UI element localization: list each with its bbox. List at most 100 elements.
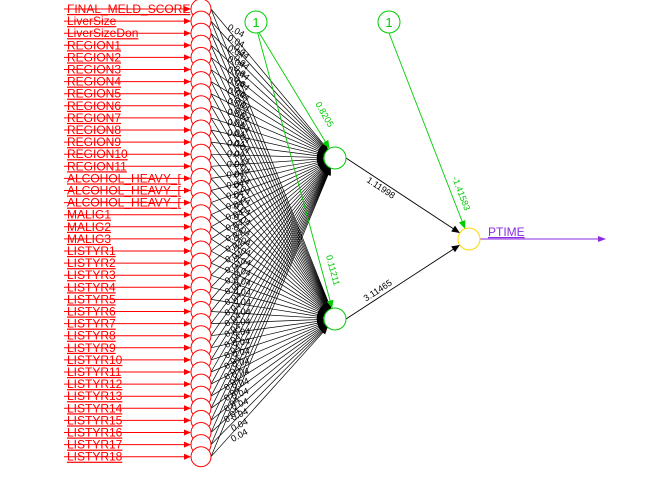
input-arrowhead — [184, 344, 191, 351]
input-hidden-connection — [210, 323, 326, 373]
input-arrowhead — [184, 42, 191, 49]
input-node — [190, 446, 212, 468]
input-weight-label: 0.04 — [231, 346, 250, 359]
input-label: LISTYR7 — [67, 317, 116, 331]
input-hidden-connection — [210, 167, 331, 385]
input-arrowhead — [184, 453, 191, 460]
input-hidden-connection — [210, 190, 328, 312]
input-hidden-connection — [210, 81, 331, 310]
input-hidden-connection — [210, 159, 325, 179]
input-arrowhead — [184, 54, 191, 61]
input-hidden-connection — [210, 160, 325, 191]
input-label: REGION5 — [67, 87, 121, 101]
connection-arrowhead — [451, 244, 460, 253]
input-arrowhead — [184, 78, 191, 85]
input-label: MALIG3 — [67, 232, 111, 246]
input-hidden-connection — [210, 167, 331, 409]
input-arrowhead — [184, 90, 191, 97]
input-label: LISTYR4 — [67, 280, 116, 294]
input-weight-label: 0.04 — [233, 285, 252, 298]
input-hidden-connection — [210, 166, 329, 312]
input-arrowhead — [184, 332, 191, 339]
input-label: LISTYR14 — [67, 401, 123, 415]
input-hidden-connection — [210, 57, 327, 152]
input-label: REGION3 — [67, 63, 121, 77]
input-hidden-connection — [210, 167, 331, 433]
input-hidden-connection — [210, 20, 328, 151]
input-arrowhead — [184, 30, 191, 37]
hidden-output-weight-label: 3.11465 — [362, 278, 394, 304]
input-hidden-connection — [210, 158, 325, 167]
input-hidden-connection — [210, 8, 332, 309]
input-weight-label: 0.04 — [232, 326, 250, 337]
input-weight-label: 0.04 — [227, 138, 245, 149]
bias-arrowhead — [326, 299, 334, 309]
input-hidden-connection — [210, 167, 331, 421]
input-arrowhead — [184, 320, 191, 327]
bias-output-connection — [388, 32, 466, 229]
input-hidden-connection — [210, 20, 332, 309]
input-label: LISTYR8 — [67, 329, 116, 343]
input-label: REGION10 — [67, 147, 128, 161]
input-label: LiverSize — [67, 14, 117, 28]
input-label: LISTYR2 — [67, 256, 116, 270]
bias-node-label: 1 — [252, 15, 259, 30]
input-weight-label: 0.04 — [227, 127, 246, 139]
input-hidden-connection — [210, 69, 331, 310]
input-hidden-connection — [210, 105, 330, 310]
input-label: LiverSizeDon — [67, 26, 138, 40]
input-hidden-connection — [210, 167, 330, 348]
bias-weight-label: 0.8205 — [313, 100, 335, 129]
input-hidden-connection — [210, 214, 327, 313]
input-arrowhead — [184, 139, 191, 146]
input-hidden-connection — [210, 178, 328, 311]
input-hidden-connection — [210, 163, 326, 228]
input-label: REGION7 — [67, 111, 121, 125]
input-label: LISTYR5 — [67, 292, 116, 306]
input-arrowhead — [184, 429, 191, 436]
input-arrowhead — [184, 66, 191, 73]
input-hidden-connection — [210, 311, 325, 319]
input-label: FINAL_MELD_SCORE — [67, 2, 190, 16]
output-bias-node — [377, 10, 401, 34]
input-hidden-connection — [210, 326, 328, 457]
input-arrowhead — [184, 199, 191, 206]
input-arrowhead — [184, 102, 191, 109]
input-hidden-connection — [210, 326, 328, 445]
input-arrowhead — [184, 175, 191, 182]
input-hidden-connection — [210, 262, 326, 315]
output-arrowhead — [598, 236, 606, 242]
input-arrowhead — [184, 441, 191, 448]
input-hidden-connection — [210, 166, 329, 311]
input-hidden-connection — [210, 165, 328, 288]
input-label: LISTYR9 — [67, 341, 116, 355]
input-arrowhead — [184, 127, 191, 133]
input-hidden-connection — [210, 153, 325, 159]
input-hidden-connection — [210, 324, 326, 397]
input-hidden-connection — [210, 326, 328, 433]
input-hidden-connection — [210, 166, 329, 336]
input-weight-label: 0.04 — [233, 317, 251, 327]
input-arrowhead — [184, 260, 191, 267]
input-label: LISTYR13 — [67, 389, 123, 403]
connections-layer — [64, 6, 606, 460]
input-label: LISTYR6 — [67, 305, 116, 319]
input-hidden-connection — [210, 167, 331, 397]
bias-arrowhead — [322, 139, 330, 149]
input-label: LISTYR3 — [67, 268, 116, 282]
input-arrowhead — [184, 235, 191, 242]
input-hidden-connection — [210, 69, 327, 152]
bias-arrowhead — [458, 220, 466, 229]
input-label: ALCOHOL_HEAVY_[ — [67, 196, 181, 210]
input-weight-label: 0.04 — [225, 198, 244, 212]
input-hidden-connection — [210, 167, 330, 373]
input-hidden-connection — [210, 274, 325, 316]
hidden-output-connection — [345, 157, 461, 234]
connection-arrowhead — [320, 327, 328, 335]
input-arrowhead — [184, 211, 191, 218]
input-label: ALCOHOL_HEAVY_[ — [67, 171, 181, 185]
input-hidden-connection — [210, 33, 331, 310]
input-hidden-connection — [210, 93, 331, 310]
input-label: REGION2 — [67, 50, 121, 64]
